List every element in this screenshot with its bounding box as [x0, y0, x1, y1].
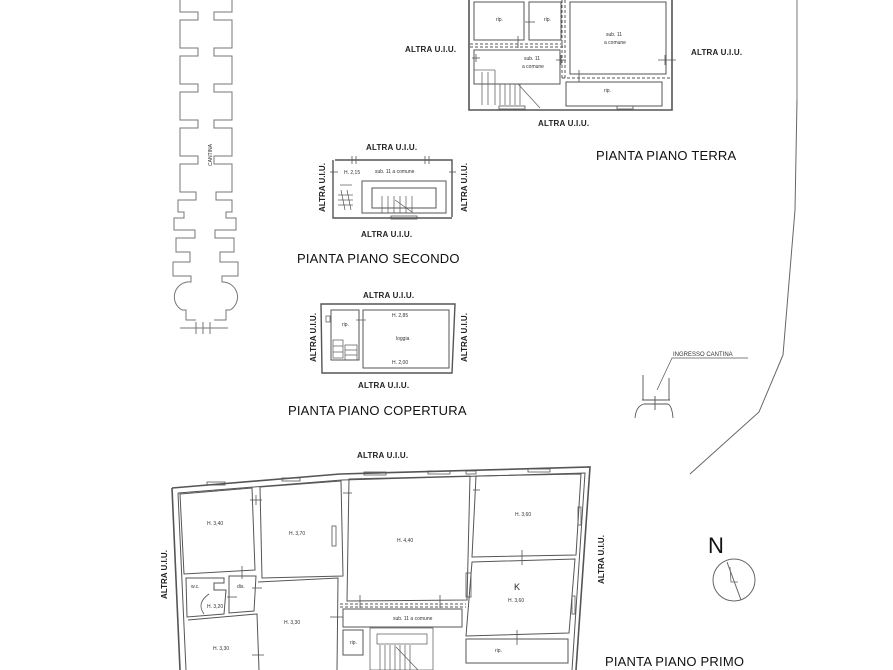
copertura-neighbor-bottom: ALTRA U.I.U.	[358, 381, 410, 390]
primo-room-h440: H. 4,40	[397, 538, 414, 544]
terra-neighbor-bottom: ALTRA U.I.U.	[538, 119, 590, 128]
primo-room-h330-left: H. 3,30	[213, 646, 230, 652]
secondo-neighbor-bottom: ALTRA U.I.U.	[361, 230, 413, 239]
copertura-room-loggia: loggia	[396, 336, 410, 342]
secondo-neighbor-left: ALTRA U.I.U.	[317, 163, 327, 212]
secondo-room-height: H. 2,15	[344, 170, 361, 176]
title-piano-copertura: PIANTA PIANO COPERTURA	[288, 403, 467, 418]
plan-terra	[468, 0, 798, 111]
primo-room-h360-k: H. 3,60	[508, 598, 525, 604]
primo-neighbor-left: ALTRA U.I.U.	[159, 550, 169, 599]
plan-secondo	[330, 156, 456, 220]
primo-neighbor-right: ALTRA U.I.U.	[596, 535, 606, 584]
title-piano-primo: PIANTA PIANO PRIMO	[605, 654, 745, 669]
primo-room-h370: H. 3,70	[289, 531, 306, 537]
primo-room-h340: H. 3,40	[207, 521, 224, 527]
primo-neighbor-top: ALTRA U.I.U.	[357, 451, 409, 460]
copertura-neighbor-right: ALTRA U.I.U.	[459, 313, 469, 362]
terra-room-rip-3: rip.	[604, 88, 611, 94]
secondo-room-sub11: sub. 11 a comune	[375, 169, 415, 175]
secondo-neighbor-top: ALTRA U.I.U.	[366, 143, 418, 152]
copertura-height-top: H. 2,85	[392, 313, 409, 319]
plan-primo	[171, 466, 591, 670]
title-piano-terra: PIANTA PIANO TERRA	[596, 148, 737, 163]
plan-copertura	[320, 303, 456, 374]
terra-neighbor-right: ALTRA U.I.U.	[691, 48, 743, 57]
primo-room-h360-top: H. 3,60	[515, 512, 532, 518]
copertura-neighbor-left: ALTRA U.I.U.	[308, 313, 318, 362]
north-label: N	[708, 533, 724, 558]
primo-room-h320: H. 3,20	[207, 604, 224, 610]
primo-room-rip-right: rip.	[495, 648, 502, 654]
primo-room-sub11: sub. 11 a comune	[393, 616, 433, 622]
primo-room-dis: dis.	[237, 584, 245, 590]
ingresso-cantina-symbol	[634, 357, 748, 419]
copertura-room-rip: rip.	[342, 322, 349, 328]
primo-room-kitchen: K	[514, 582, 521, 592]
north-compass-icon	[712, 558, 756, 602]
terra-room-sub11-b-line2: a comune	[522, 64, 544, 70]
ingresso-cantina-label: INGRESSO CANTINA	[673, 352, 733, 358]
cantina-label: CANTINA	[207, 144, 214, 166]
primo-room-wc: w.c.	[191, 584, 200, 590]
copertura-height-bottom: H. 2,00	[392, 360, 409, 366]
terra-room-rip-1: rip.	[496, 17, 503, 23]
secondo-neighbor-right: ALTRA U.I.U.	[459, 163, 469, 212]
site-boundary-line	[689, 99, 798, 475]
cantina-outline	[172, 0, 239, 334]
terra-room-sub11-a: sub. 11	[606, 32, 623, 38]
terra-neighbor-left: ALTRA U.I.U.	[405, 45, 457, 54]
copertura-neighbor-top: ALTRA U.I.U.	[363, 291, 415, 300]
terra-room-sub11-a-line2: a comune	[604, 40, 626, 46]
terra-room-rip-2: rip.	[544, 17, 551, 23]
title-piano-secondo: PIANTA PIANO SECONDO	[297, 251, 460, 266]
primo-room-h330-mid: H. 3,30	[284, 620, 301, 626]
primo-room-rip-left: rip.	[350, 640, 357, 646]
terra-room-sub11-b: sub. 11	[524, 56, 541, 62]
